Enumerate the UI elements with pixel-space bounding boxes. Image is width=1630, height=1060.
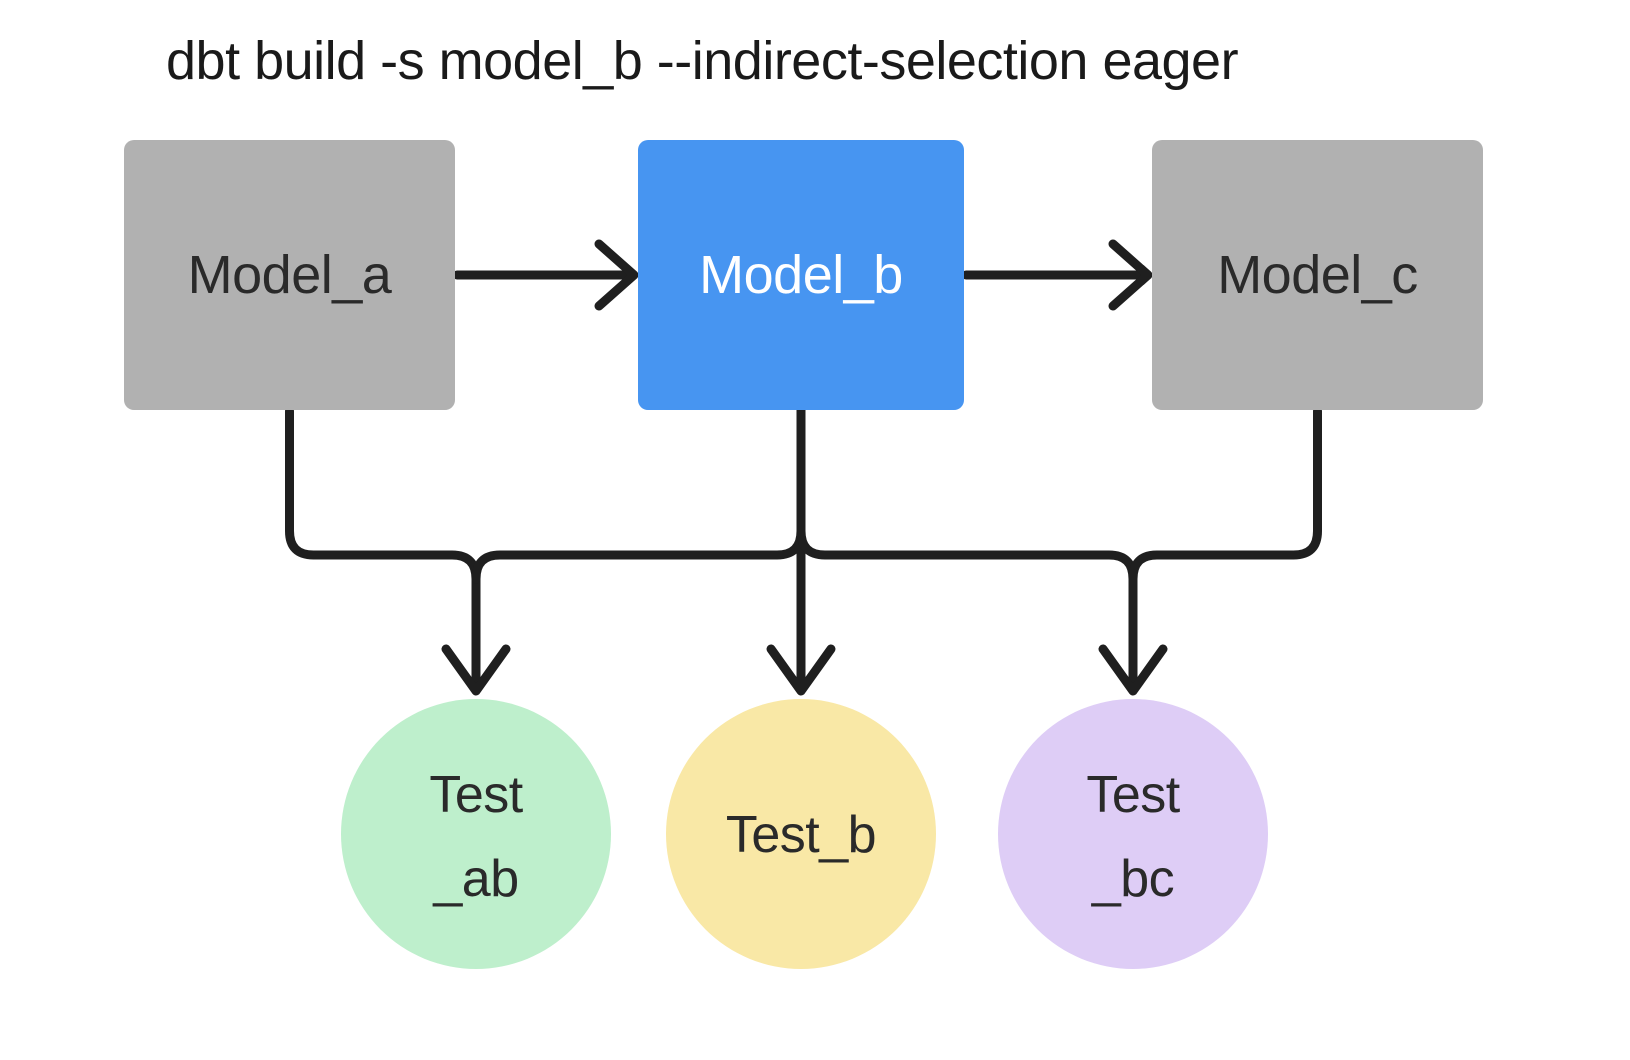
node-model-c-label: Model_c — [1217, 245, 1418, 305]
node-test-ab-label-line2: _ab — [432, 850, 518, 908]
node-test-ab-label-line1: Test — [429, 766, 523, 824]
edge-group — [285, 239, 1322, 696]
node-test-b — [666, 699, 936, 969]
node-test-b-label: Test_b — [726, 806, 876, 864]
node-model-b-selected — [638, 140, 964, 410]
node-test-bc-label-line2: _bc — [1091, 850, 1174, 908]
arrowhead-down-icon — [1098, 644, 1168, 696]
node-model-c — [1152, 140, 1483, 410]
command-title: dbt build -s model_b --indirect-selectio… — [166, 31, 1239, 91]
edge-model-b-to-test-bc — [796, 406, 1138, 584]
node-test-bc-label-line1: Test — [1086, 766, 1180, 824]
model-node-group: Model_a Model_b Model_c — [124, 140, 1483, 410]
arrowhead-down-icon — [766, 644, 836, 696]
arrowhead-down-icon — [441, 644, 511, 696]
edge-model-c-to-test-bc — [1128, 406, 1322, 693]
arrowhead-right-icon — [594, 239, 639, 311]
node-test-bc — [998, 699, 1268, 969]
node-test-ab — [341, 699, 611, 969]
node-model-a-label: Model_a — [188, 245, 393, 305]
node-model-b-label: Model_b — [699, 245, 903, 305]
node-model-a — [124, 140, 455, 410]
test-node-group: Test _ab Test_b Test _bc — [341, 699, 1268, 969]
arrowhead-right-icon — [1108, 239, 1153, 311]
